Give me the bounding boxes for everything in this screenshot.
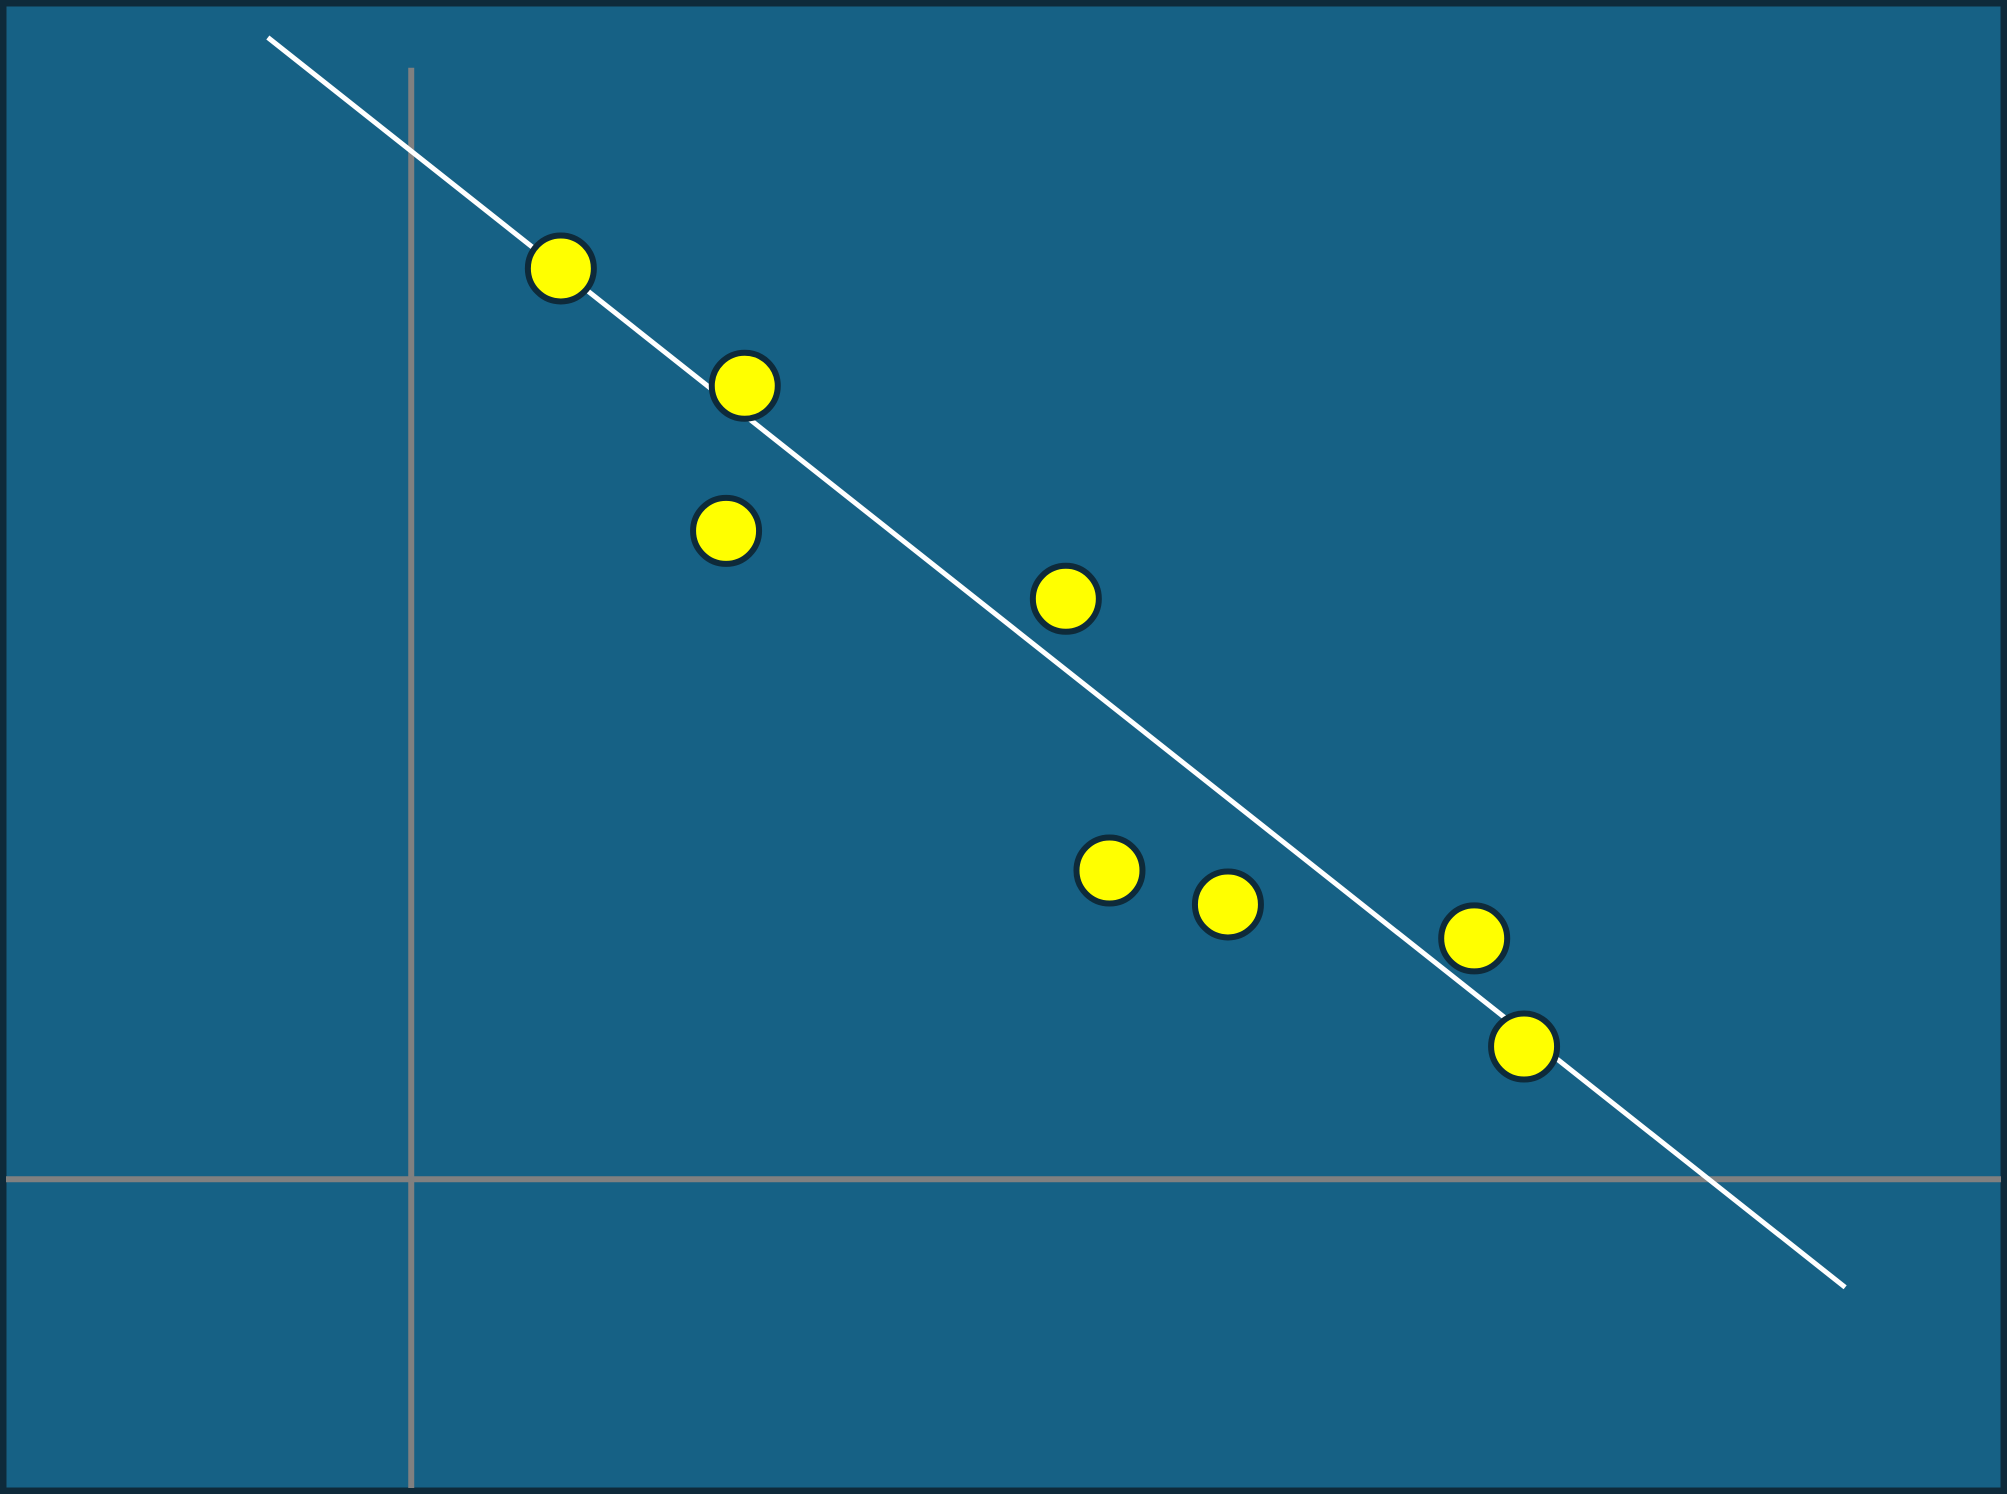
data-points: [524, 232, 1561, 1083]
data-point-3: [690, 494, 763, 567]
data-point-7: [1438, 902, 1511, 975]
data-point-1: [524, 232, 597, 305]
data-point-4: [1029, 562, 1102, 635]
fit-line-layer: [266, 35, 1847, 1290]
data-point-2: [708, 349, 781, 422]
data-point-6: [1191, 868, 1264, 941]
fit-line: [266, 35, 1847, 1290]
data-point-5: [1073, 834, 1146, 907]
data-point-8: [1488, 1010, 1561, 1083]
axes: [6, 67, 2001, 1488]
